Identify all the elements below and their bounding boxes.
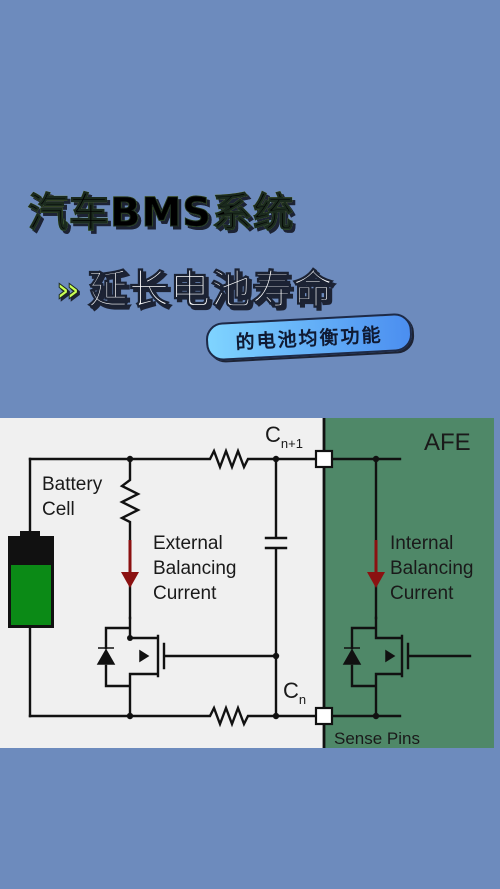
balancing-circuit-diagram: Battery Cell External Balancing Current …: [0, 418, 494, 748]
sense-pin-bottom: [314, 706, 334, 726]
internal-label-line-1: Internal: [390, 533, 453, 554]
junction-dot: [127, 635, 133, 641]
external-current-arrow-head: [121, 572, 139, 588]
battery-label-line-1: Battery: [42, 474, 103, 495]
external-resistor: [119, 457, 141, 620]
battery-label-line-2: Cell: [42, 499, 75, 520]
internal-label-line-3: Current: [390, 583, 454, 604]
subtitle: 延长电池寿命: [88, 267, 335, 314]
internal-mosfet: [350, 616, 472, 718]
cn1-label: Cn+1: [265, 422, 303, 451]
junction-dot: [272, 712, 280, 720]
internal-mosfet-arrow-icon: [385, 649, 396, 663]
internal-label-line-2: Balancing: [390, 558, 473, 579]
junction-dot: [126, 712, 134, 720]
battery-charge-fill: [11, 565, 51, 625]
feature-tag: 的电池均衡功能: [205, 312, 413, 362]
subtitle-row: ›› 延长电池寿命: [55, 264, 335, 316]
internal-current-arrow-head: [367, 572, 385, 588]
afe-panel: [324, 418, 494, 748]
junction-dot: [272, 455, 280, 463]
sense-pin-top: [314, 449, 334, 469]
junction-dot: [126, 455, 134, 463]
capacitor-wire: [264, 457, 288, 718]
feature-tag-label: 的电池均衡功能: [235, 323, 384, 354]
junction-dot: [372, 712, 380, 720]
external-mosfet-arrow-icon: [139, 649, 150, 663]
external-label-line-2: Balancing: [153, 558, 236, 579]
external-label-line-1: External: [153, 533, 223, 554]
external-diode-icon: [96, 648, 116, 665]
bottom-wire: [28, 704, 320, 728]
sense-pins-label: Sense Pins: [334, 729, 420, 748]
battery-cap: [20, 531, 40, 538]
junction-dot: [372, 455, 380, 463]
top-wire: [28, 447, 320, 471]
afe-internal-wire: [328, 457, 402, 718]
junction-dot: [272, 652, 280, 660]
external-label-line-3: Current: [153, 583, 217, 604]
main-title: 汽车BMS系统: [27, 190, 295, 237]
internal-diode-icon: [342, 648, 362, 665]
double-arrow-icon: ››: [55, 270, 80, 311]
afe-label: AFE: [424, 429, 471, 456]
cn-label: Cn: [283, 678, 306, 707]
